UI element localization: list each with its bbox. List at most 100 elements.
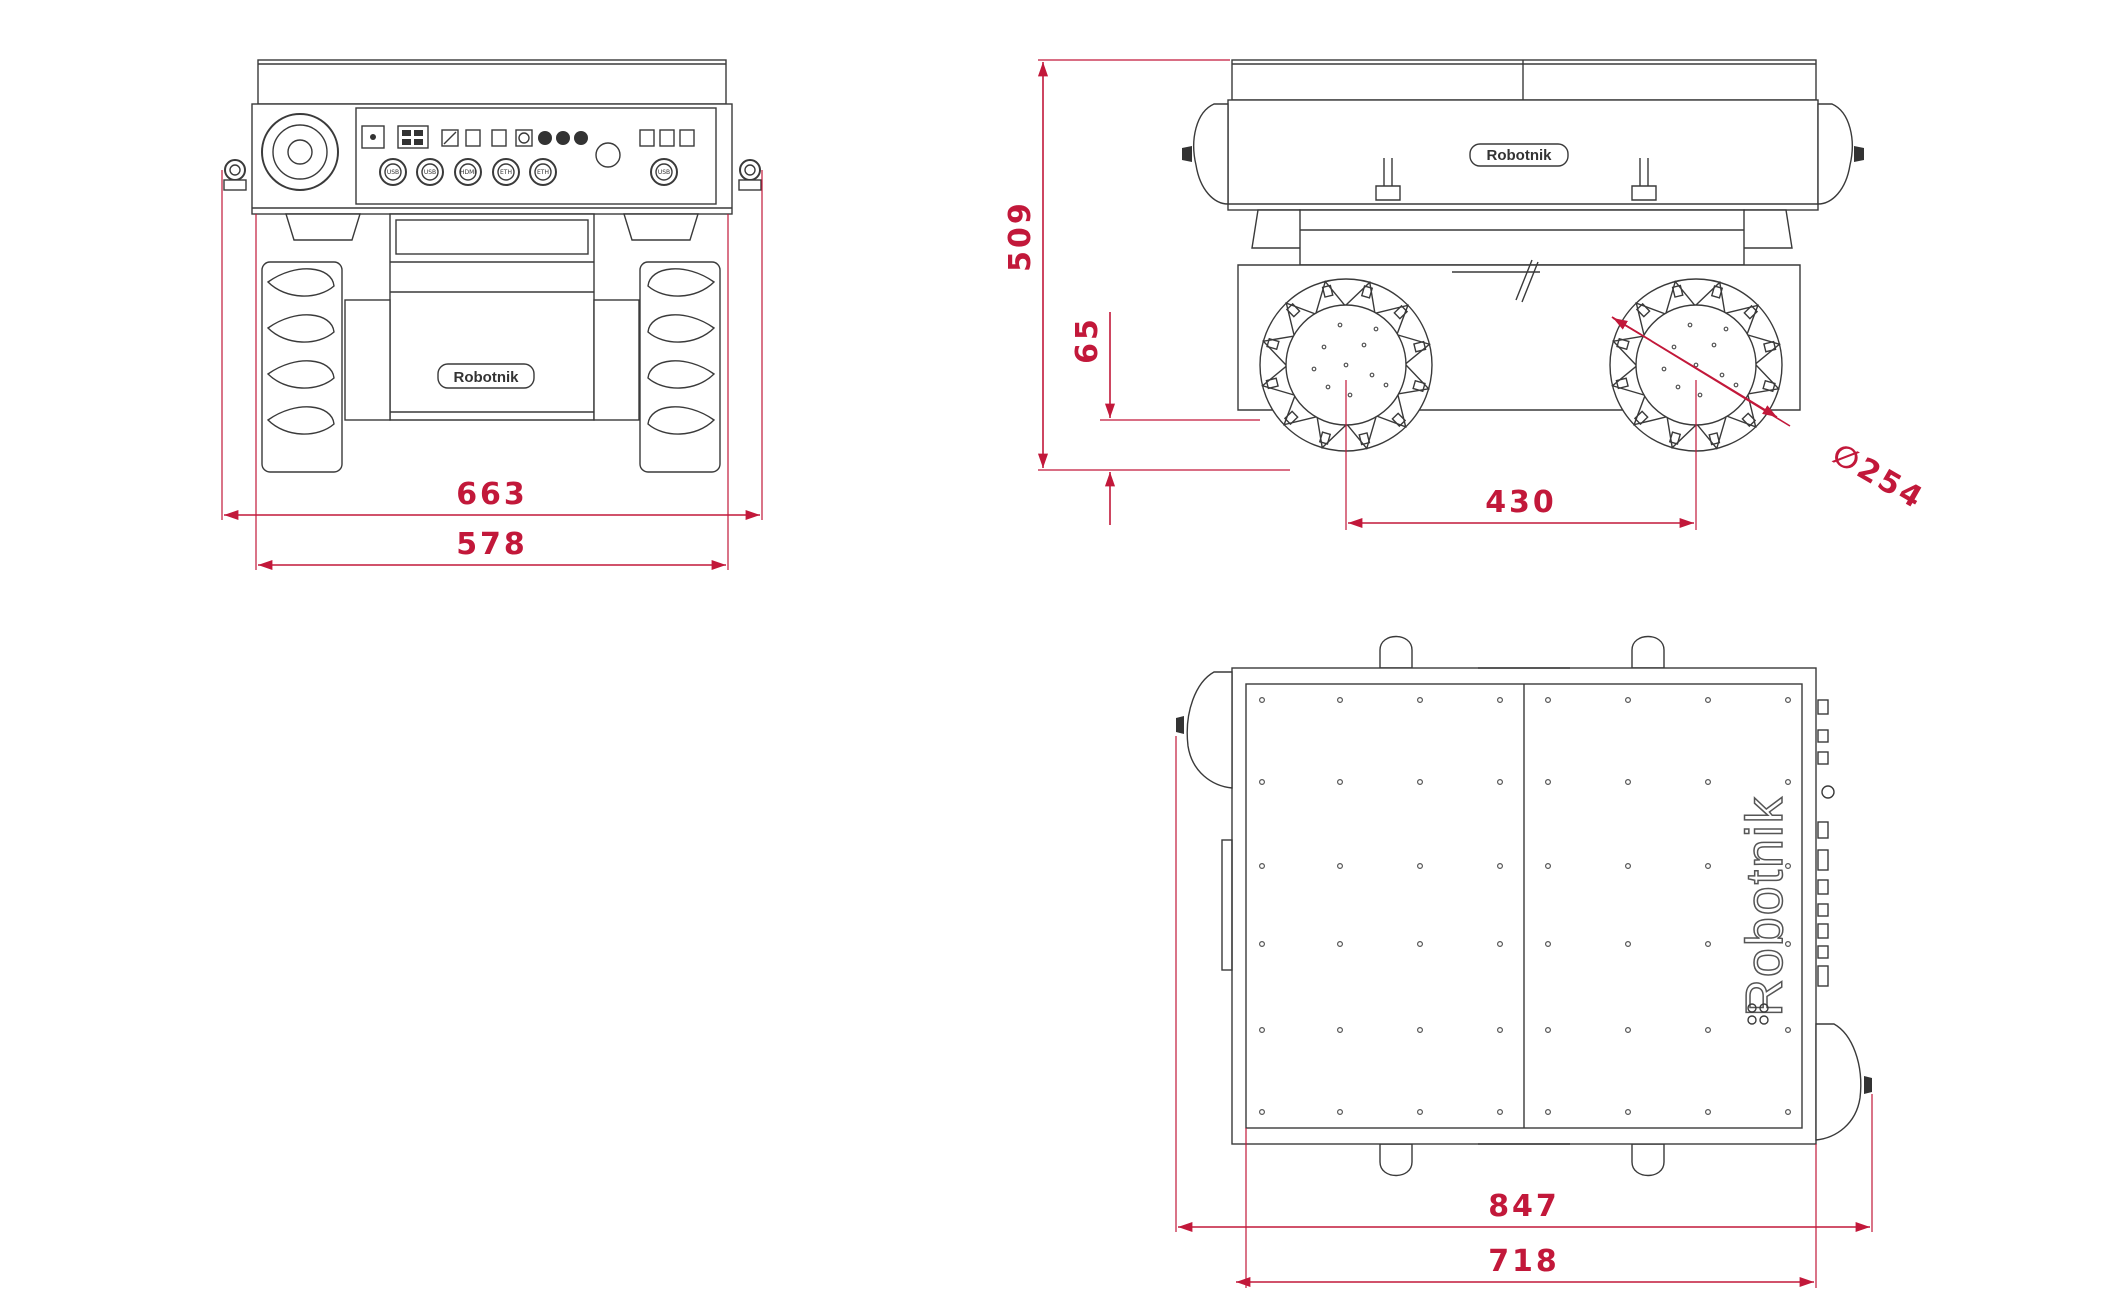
roller-segment — [1747, 334, 1781, 365]
top-plate-hole — [1336, 1108, 1343, 1115]
wheel-hole — [1311, 366, 1317, 372]
top-plate-hole — [1704, 1026, 1711, 1033]
dimension-body-width: 578 — [456, 527, 528, 562]
dimension-body-length: 718 — [1488, 1244, 1560, 1279]
side-panel-connectors — [1817, 699, 1835, 987]
top-plate-hole — [1784, 778, 1791, 785]
roller-cap — [1635, 302, 1651, 318]
wheel-hole — [1711, 342, 1717, 348]
top-plate-hole — [1496, 1108, 1503, 1115]
roller-segment — [1261, 335, 1294, 366]
roller-segment — [1726, 394, 1757, 429]
top-plate-hole — [1784, 1108, 1791, 1115]
roller-cap — [1318, 431, 1332, 445]
top-plate-hole — [1416, 696, 1423, 703]
brand-logo: Robotnik — [454, 369, 520, 386]
roller-segment — [1611, 365, 1645, 396]
top-plate-hole — [1336, 940, 1343, 947]
top-plate-hole — [1624, 696, 1631, 703]
roller-cap — [1741, 412, 1757, 428]
top-plate-hole — [1784, 1026, 1791, 1033]
roller-segment — [1725, 304, 1760, 335]
top-plate-hole — [1496, 778, 1503, 785]
roller-segment — [1611, 335, 1644, 366]
wheel-hole — [1383, 382, 1389, 388]
top-plate-hole — [1784, 696, 1791, 703]
roller-cap — [1265, 377, 1279, 390]
roller-segment — [1261, 365, 1295, 396]
roller-cap — [1763, 340, 1777, 353]
top-plate-hole — [1784, 862, 1791, 869]
top-plate-hole — [1544, 1108, 1551, 1115]
top-plate-hole — [1704, 1108, 1711, 1115]
roller-segment — [1696, 416, 1727, 450]
roller-cap — [1412, 379, 1426, 393]
top-plate-hole — [1416, 1026, 1423, 1033]
top-plate-hole — [1416, 940, 1423, 947]
panel-connectors: USB USB HDMI ETH ETH USB — [379, 158, 678, 186]
top-plate-hole — [1416, 778, 1423, 785]
roller-segment — [1397, 334, 1431, 365]
side-view: Robotnik ∅254 — [1003, 59, 1930, 530]
roller-segment — [1695, 280, 1726, 313]
connector-label: USB — [424, 169, 436, 176]
top-plate-hole — [1784, 940, 1791, 947]
roller-cap — [1321, 284, 1334, 298]
wheel-hole — [1361, 342, 1367, 348]
wheel-hole — [1347, 392, 1353, 398]
top-plate-hole — [1336, 1026, 1343, 1033]
wheel-hole — [1723, 326, 1729, 332]
roller-segment — [1398, 364, 1431, 395]
top-plate-hole — [1544, 1026, 1551, 1033]
top-plate-hole — [1704, 778, 1711, 785]
top-plate-hole — [1624, 1026, 1631, 1033]
roller-cap — [1358, 432, 1371, 446]
wheel-hole — [1693, 362, 1699, 368]
roller-cap — [1391, 412, 1407, 428]
top-plate-hole — [1496, 1026, 1503, 1033]
top-plate-hole — [1416, 1108, 1423, 1115]
dimension-wheel-diameter: ∅254 — [1826, 437, 1930, 517]
brand-logo: Robotnik — [1736, 795, 1794, 1016]
roller-cap — [1615, 377, 1629, 390]
roller-segment — [1635, 301, 1666, 336]
top-plate-hole — [1416, 862, 1423, 869]
top-plate-hole — [1624, 862, 1631, 869]
roller-cap — [1393, 304, 1409, 320]
roller-cap — [1710, 285, 1724, 299]
roller-segment — [1316, 417, 1347, 450]
roller-cap — [1743, 304, 1759, 320]
roller-segment — [1315, 280, 1346, 314]
roller-cap — [1413, 340, 1427, 353]
wheel-hole — [1719, 372, 1725, 378]
top-plate-hole — [1336, 862, 1343, 869]
top-plate-hole — [1624, 1108, 1631, 1115]
top-plate-hole — [1496, 696, 1503, 703]
top-plate-hole — [1624, 778, 1631, 785]
wheel-hole — [1733, 382, 1739, 388]
top-plate-hole — [1704, 940, 1711, 947]
top-plate-hole — [1704, 696, 1711, 703]
top-plate-hole — [1258, 778, 1265, 785]
roller-cap — [1283, 410, 1299, 426]
top-view: Robotnik 847 718 — [1175, 635, 1873, 1288]
dimension-overall-width: 663 — [456, 477, 528, 512]
top-plate-hole — [1544, 778, 1551, 785]
top-plate-hole — [1624, 940, 1631, 947]
top-plate-hole — [1704, 862, 1711, 869]
wheel-hole — [1325, 384, 1331, 390]
roller-cap — [1668, 431, 1682, 445]
wheel-hole — [1321, 344, 1327, 350]
wheel-hole — [1671, 344, 1677, 350]
roller-cap — [1762, 379, 1776, 393]
top-plate-hole — [1258, 1026, 1265, 1033]
top-plate-hole — [1258, 1108, 1265, 1115]
top-plate-hole — [1544, 862, 1551, 869]
roller-cap — [1285, 302, 1301, 318]
top-plate-hole — [1336, 778, 1343, 785]
dimension-ground-clearance: 65 — [1070, 316, 1105, 364]
roller-cap — [1360, 285, 1374, 299]
wheel-hole — [1369, 372, 1375, 378]
wheel-rollers — [1261, 280, 1781, 450]
wheel-hole — [1697, 392, 1703, 398]
